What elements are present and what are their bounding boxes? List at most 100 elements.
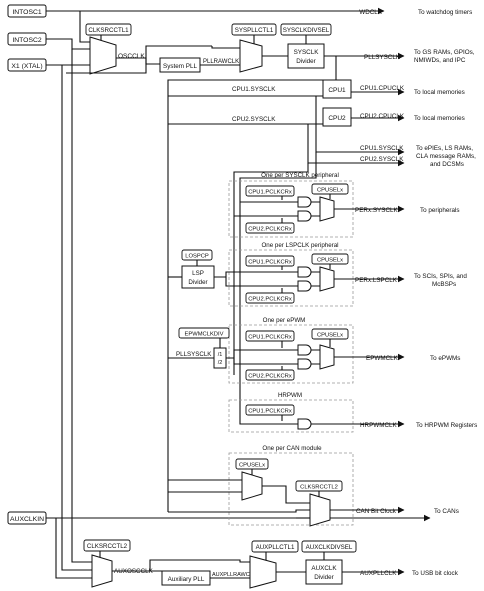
- oscclk-mux: [89, 36, 117, 75]
- svg-text:LSP: LSP: [192, 270, 204, 277]
- cpu2-cpuclk-label: CPU2.CPUCLK: [360, 113, 405, 120]
- dest-scis-2: McBSPs: [432, 281, 456, 288]
- clksrcctl2-can-register: CLKSRCCTL2: [295, 480, 343, 492]
- svg-text:CPU2.PCLKCRx: CPU2.PCLKCRx: [248, 227, 292, 233]
- dest-local-1: To local memories: [414, 89, 465, 96]
- sysclk-gate-2: [297, 210, 312, 222]
- dest-epwms: To ePWMs: [430, 355, 460, 362]
- pclkcr-epwm-cpu2-register: CPU2.PCLKCRx: [245, 369, 295, 381]
- cpu2-block: CPU2: [322, 107, 352, 127]
- svg-text:SYSCLKDIVSEL: SYSCLKDIVSEL: [283, 27, 330, 34]
- hrpwm-group-title: HRPWM: [278, 392, 302, 399]
- svg-text:Divider: Divider: [296, 58, 316, 65]
- cpu1-sysclk-label-a: CPU1.SYSCLK: [232, 86, 276, 93]
- dest-cans: To CANs: [434, 508, 459, 515]
- dest-gs-2: NMIWDs, and IPC: [414, 57, 466, 64]
- svg-text:SYSCLK: SYSCLK: [294, 49, 320, 56]
- auxpllctl1-register: AUXPLLCTL1: [251, 540, 299, 553]
- input-intosc2: INTOSC2: [7, 32, 47, 46]
- dest-gs-1: To GS RAMs, GPIOs,: [414, 49, 475, 56]
- cpu1-block: CPU1: [322, 79, 352, 99]
- dest-peripherals: To peripherals: [420, 207, 460, 214]
- can-group-title: One per CAN module: [262, 445, 322, 452]
- epwm-group: [228, 324, 354, 384]
- svg-text:CPU1.PCLKCRx: CPU1.PCLKCRx: [248, 335, 292, 341]
- cpu1-cpuclk-label: CPU1.CPUCLK: [360, 85, 405, 92]
- wdclk-label: WDCLK: [359, 9, 383, 16]
- lsp-gate-1: [297, 266, 312, 278]
- auxoscclk-mux: [91, 554, 113, 588]
- svg-text:LOSPCP: LOSPCP: [185, 254, 209, 260]
- sysclkdivsel-register: SYSCLKDIVSEL: [280, 23, 332, 36]
- svg-text:CPU2: CPU2: [328, 115, 346, 122]
- epwm-group-title: One per ePWM: [263, 317, 306, 324]
- can-cpusel-mux: [241, 471, 263, 501]
- dest-usb: To USB bit clock: [412, 570, 459, 577]
- auxclk-divider-block: AUXCLK Divider: [305, 559, 343, 585]
- cpu2-sysclk-label-b: CPU2.SYSCLK: [360, 156, 404, 163]
- oscclk-loop-wire: [66, 58, 147, 74]
- dest-watchdog: To watchdog timers: [418, 9, 472, 16]
- svg-text:CPU1.PCLKCRx: CPU1.PCLKCRx: [248, 190, 292, 196]
- sysclk-divider-block: SYSCLK Divider: [287, 43, 325, 69]
- epwm-gate-2: [297, 358, 312, 370]
- svg-text:CPU1: CPU1: [328, 87, 346, 94]
- lspclk-periph-group: [228, 249, 354, 307]
- clksrcctl1-register: CLKSRCCTL1: [85, 23, 132, 36]
- auxpllclk-label: AUXPLLCLK: [360, 570, 397, 577]
- pclkcr-epwm-cpu1-register: CPU1.PCLKCRx: [245, 330, 295, 342]
- clksrcctl2-aux-register: CLKSRCCTL2: [83, 539, 131, 552]
- svg-text:Auxiliary PLL: Auxiliary PLL: [168, 576, 205, 583]
- svg-text:INTOSC2: INTOSC2: [12, 37, 42, 44]
- dest-epie-1: To ePIEs, LS RAMs,: [416, 145, 473, 152]
- svg-text:AUXCLK: AUXCLK: [311, 565, 337, 572]
- oscclk-label: OSCCLK: [118, 53, 145, 60]
- lsp-gate-2: [297, 280, 312, 292]
- dest-epie-2: CLA message RAMs,: [416, 153, 476, 160]
- pclkcr-ls-cpu2-register: CPU2.PCLKCRx: [245, 292, 295, 304]
- lospcp-register: LOSPCP: [181, 249, 213, 261]
- epwm-gate-1: [297, 344, 312, 356]
- pllsysclk-trunk-wire: [167, 56, 337, 512]
- auxclkin-to-auxmux-wire: [55, 518, 92, 579]
- svg-text:CPUSELx: CPUSELx: [317, 333, 343, 339]
- svg-text:EPWMCLKDIV: EPWMCLKDIV: [185, 332, 224, 338]
- pllsysclk-label: PLLSYSCLK: [364, 54, 401, 61]
- lspclk-periph-group-title: One per LSPCLK peripheral: [261, 242, 338, 249]
- syspll-mux: [239, 39, 263, 73]
- pclkcr-hr-cpu1-register: CPU1.PCLKCRx: [245, 404, 295, 416]
- svg-text:CLKSRCCTL1: CLKSRCCTL1: [88, 27, 129, 34]
- auxclkdivsel-register: AUXCLKDIVSEL: [301, 540, 357, 553]
- can-clksrc-mux: [309, 493, 331, 527]
- svg-text:CLKSRCCTL2: CLKSRCCTL2: [300, 485, 338, 491]
- input-intosc1: INTOSC1: [7, 4, 47, 18]
- input-auxclkin: AUXCLKIN: [7, 511, 47, 525]
- svg-text:SYSPLLCTL1: SYSPLLCTL1: [235, 27, 274, 34]
- hrpwm-gate: [297, 418, 312, 430]
- x1-to-auxmux-wire: [61, 65, 92, 571]
- lsp-cpusel-mux: [319, 266, 335, 292]
- epwmclkdiv-register: EPWMCLKDIV: [178, 327, 230, 339]
- svg-text:CPUSELx: CPUSELx: [239, 463, 265, 469]
- perx-lspclk-label: PERx.LSPCLK: [355, 277, 398, 284]
- pclkcr-ls-cpu1-register: CPU1.PCLKCRx: [245, 255, 295, 267]
- oscclk-bypass-wire: [145, 45, 212, 58]
- cpusel-ls-register: CPUSELx: [311, 253, 349, 265]
- svg-text:Divider: Divider: [188, 279, 207, 286]
- sysclk-periph-group-title: One per SYSCLK peripheral: [261, 172, 339, 179]
- cpu1-sysclk-label-b: CPU1.SYSCLK: [360, 145, 404, 152]
- svg-text:CPU1.PCLKCRx: CPU1.PCLKCRx: [248, 409, 292, 415]
- pclkcr-sys-cpu1-register: CPU1.PCLKCRx: [245, 185, 295, 197]
- epwm-div-block: /1 /2: [213, 347, 227, 369]
- pclkcr-sys-cpu2-register: CPU2.PCLKCRx: [245, 222, 295, 234]
- svg-text:CPUSELx: CPUSELx: [317, 188, 343, 194]
- svg-text:CPUSELx: CPUSELx: [317, 258, 343, 264]
- svg-text:CPU1.PCLKCRx: CPU1.PCLKCRx: [248, 260, 292, 266]
- intosc1-to-oscmux-wire: [79, 11, 90, 43]
- dest-scis-1: To SCIs, SPIs, and: [414, 273, 467, 280]
- svg-text:/2: /2: [218, 360, 223, 366]
- svg-text:Divider: Divider: [314, 574, 334, 581]
- svg-text:AUXCLKDIVSEL: AUXCLKDIVSEL: [306, 544, 353, 551]
- cpusel-can-register: CPUSELx: [235, 458, 269, 470]
